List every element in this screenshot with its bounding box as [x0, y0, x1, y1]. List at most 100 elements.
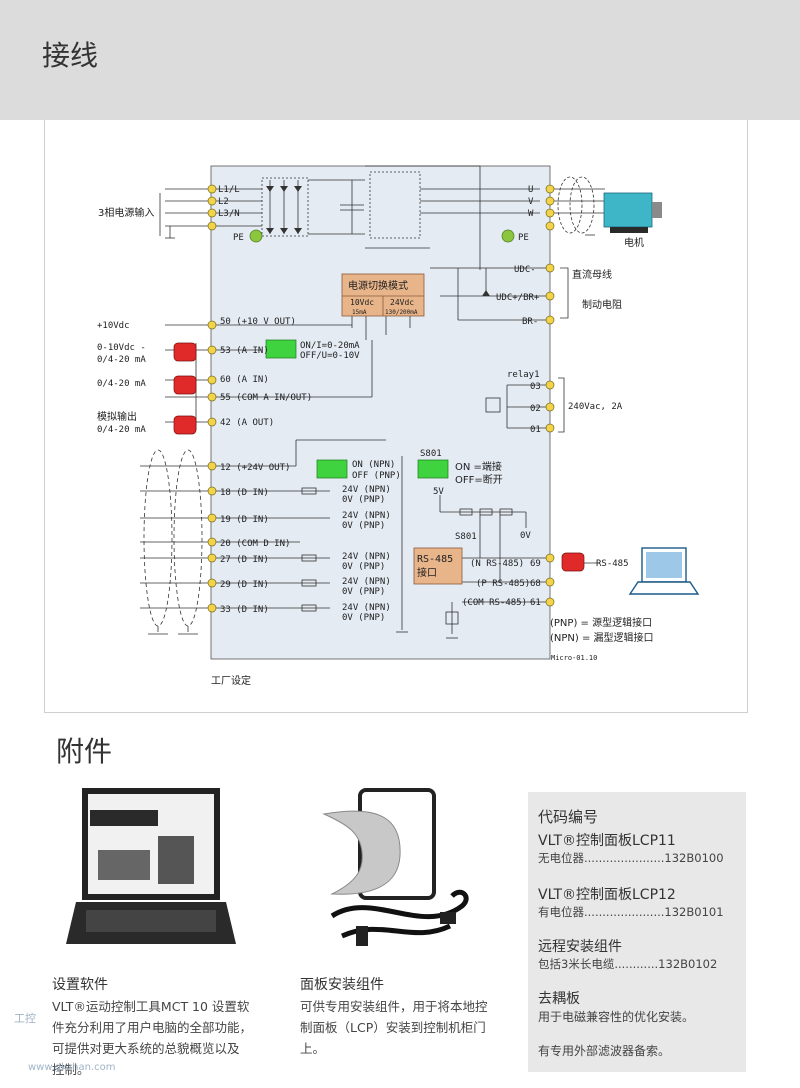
terminal-18-label: 18 (D IN) — [220, 488, 269, 498]
npn-off-label: OFF (PNP) — [352, 471, 401, 481]
software-desc-line: 件充分利用了用户电脑的全部功能， — [52, 1020, 253, 1035]
input1-line1: 0-10Vdc - — [97, 343, 146, 353]
di18-pnp: 0V (PNP) — [342, 495, 385, 505]
decoupling-text: 用于电磁兼容性的优化安装。 — [538, 1010, 695, 1024]
relay-label: relay1 — [507, 370, 540, 380]
p-rs485-label: (P RS-485) — [476, 579, 530, 589]
codes-title: 代码编号 — [538, 808, 599, 826]
code-item-head: VLT®控制面板LCP11 — [538, 833, 676, 849]
terminal-53-label: 53 (A IN) — [220, 346, 269, 356]
terminal-u-label: U — [528, 185, 533, 195]
laptop-icon — [628, 547, 700, 595]
terminal-69-label: 69 — [530, 559, 541, 569]
relay-02: 02 — [530, 404, 541, 414]
analog-out-line2: 0/4-20 mA — [97, 425, 146, 435]
mode-24vdc: 24Vdc — [390, 298, 414, 307]
panel-kit-title: 面板安装组件 — [300, 977, 384, 993]
terminal-33-label: 33 (D IN) — [220, 605, 269, 615]
mode-10vdc: 10Vdc — [350, 298, 374, 307]
s801-off: OFF=断开 — [455, 473, 503, 486]
udc-minus-label: UDC- — [514, 265, 536, 275]
decoupling-head: 去耦板 — [538, 991, 580, 1007]
terminal-12-label: 12 (+24V OUT) — [220, 463, 290, 473]
v5-label: 5V — [433, 487, 444, 497]
terminal-19-label: 19 (D IN) — [220, 515, 269, 525]
terminal-l2-label: L2 — [218, 197, 229, 207]
rs485-label: RS-485 — [596, 559, 629, 569]
dc-bus-label: 直流母线 — [572, 268, 612, 281]
udc-plus-label: UDC+/BR+ — [496, 293, 540, 303]
mode-130ma: 130/200mA — [385, 309, 418, 316]
terminal-42-label: 42 (A OUT) — [220, 418, 274, 428]
brake-resistor-label: 制动电阻 — [582, 298, 622, 311]
input2-label: 0/4-20 mA — [97, 379, 146, 389]
accessories-title: 附件 — [56, 735, 113, 768]
di19-pnp: 0V (PNP) — [342, 521, 385, 531]
code-item-head: VLT®控制面板LCP12 — [538, 887, 676, 903]
terminal-l1-label: L1/L — [218, 185, 240, 195]
factory-label: 工厂设定 — [211, 674, 251, 687]
micro-label: Micro-01.10 — [551, 654, 597, 662]
di19-npn: 24V (NPN) — [342, 511, 391, 521]
terminal-60-label: 60 (A IN) — [220, 375, 269, 385]
panel-kit-image — [322, 788, 469, 946]
filter-note: 有专用外部滤波器备索。 — [538, 1044, 671, 1058]
terminal-61-label: 61 — [530, 598, 541, 608]
br-minus-label: BR- — [522, 317, 538, 327]
n-rs485-label: (N RS-485) — [470, 559, 524, 569]
terminal-l3-label: L3/N — [218, 209, 240, 219]
npn-on-label: ON (NPN) — [352, 460, 395, 470]
v0-label: 0V — [520, 531, 531, 541]
di27-pnp: 0V (PNP) — [342, 562, 385, 572]
software-title: 设置软件 — [52, 977, 108, 993]
pe-left-label: PE — [233, 233, 244, 243]
com-rs485-label: (COM RS-485) — [462, 598, 527, 608]
page-title: 接线 — [42, 39, 99, 72]
panel-desc-line: 制面板（LCP）安装到控制机柜门 — [300, 1020, 486, 1035]
di29-npn: 24V (NPN) — [342, 577, 391, 587]
di33-pnp: 0V (PNP) — [342, 613, 385, 623]
mode-15ma: 15mA — [352, 309, 367, 316]
terminal-55-label: 55 (COM A IN/OUT) — [220, 393, 312, 403]
relay-rating: 240Vac, 2A — [568, 402, 623, 412]
software-laptop-image — [66, 788, 236, 944]
page-header: 接线 — [0, 0, 800, 120]
terminal-v-label: V — [528, 197, 534, 207]
s801b-label: S801 — [455, 532, 477, 542]
relay-01: 01 — [530, 425, 541, 435]
switch53-off: OFF/U=0-10V — [300, 351, 360, 361]
panel-kit-description: 可供专用安装组件，用于将本地控 制面板（LCP）安装到控制机柜门 上。 — [300, 996, 500, 1059]
di27-npn: 24V (NPN) — [342, 552, 391, 562]
terminal-50-label: 50 (+10 V OUT) — [220, 317, 296, 327]
software-description: VLT®运动控制工具MCT 10 设置软 件充分利用了用户电脑的全部功能， 可提… — [52, 996, 266, 1080]
switch53-on: ON/I=0-20mA — [300, 341, 360, 351]
di33-npn: 24V (NPN) — [342, 603, 391, 613]
rs485-box-line1: RS-485 — [417, 554, 453, 565]
terminal-27-label: 27 (D IN) — [220, 555, 269, 565]
di18-npn: 24V (NPN) — [342, 485, 391, 495]
relay-03: 03 — [530, 382, 541, 392]
code-item-row: 有电位器......................132B0101 — [538, 905, 724, 919]
panel-desc-line: 上。 — [300, 1041, 326, 1056]
terminal-w-label: W — [528, 209, 534, 219]
software-desc-line: VLT®运动控制工具MCT 10 设置软 — [52, 999, 250, 1014]
software-desc-line: 可提供对更大系统的总貌概览以及 — [52, 1041, 240, 1056]
rs485-box-line2: 接口 — [417, 566, 437, 579]
motor-icon — [603, 192, 662, 233]
software-desc-line: 控制。 — [52, 1062, 90, 1077]
pnp-note: (PNP) = 源型逻辑接口 — [550, 616, 652, 629]
s801-label: S801 — [420, 449, 442, 459]
panel-desc-line: 可供专用安装组件，用于将本地控 — [300, 999, 488, 1014]
watermark-logo: 工控 — [14, 1012, 36, 1025]
code-item-row: 无电位器......................132B0100 — [538, 851, 724, 865]
s801-on: ON =端接 — [455, 460, 502, 473]
npn-note: (NPN) = 漏型逻辑接口 — [550, 631, 654, 644]
mains-input-label: 3相电源输入 — [98, 206, 154, 219]
code-item-head: 远程安装组件 — [538, 939, 622, 955]
analog-out-line1: 模拟输出 — [97, 410, 137, 423]
pe-right-label: PE — [518, 233, 529, 243]
mode-title: 电源切换模式 — [348, 279, 408, 292]
motor-label: 电机 — [624, 236, 644, 249]
code-item-row: 包括3米长电缆............132B0102 — [538, 957, 718, 971]
terminal-20-label: 20 (COM D IN) — [220, 539, 290, 549]
